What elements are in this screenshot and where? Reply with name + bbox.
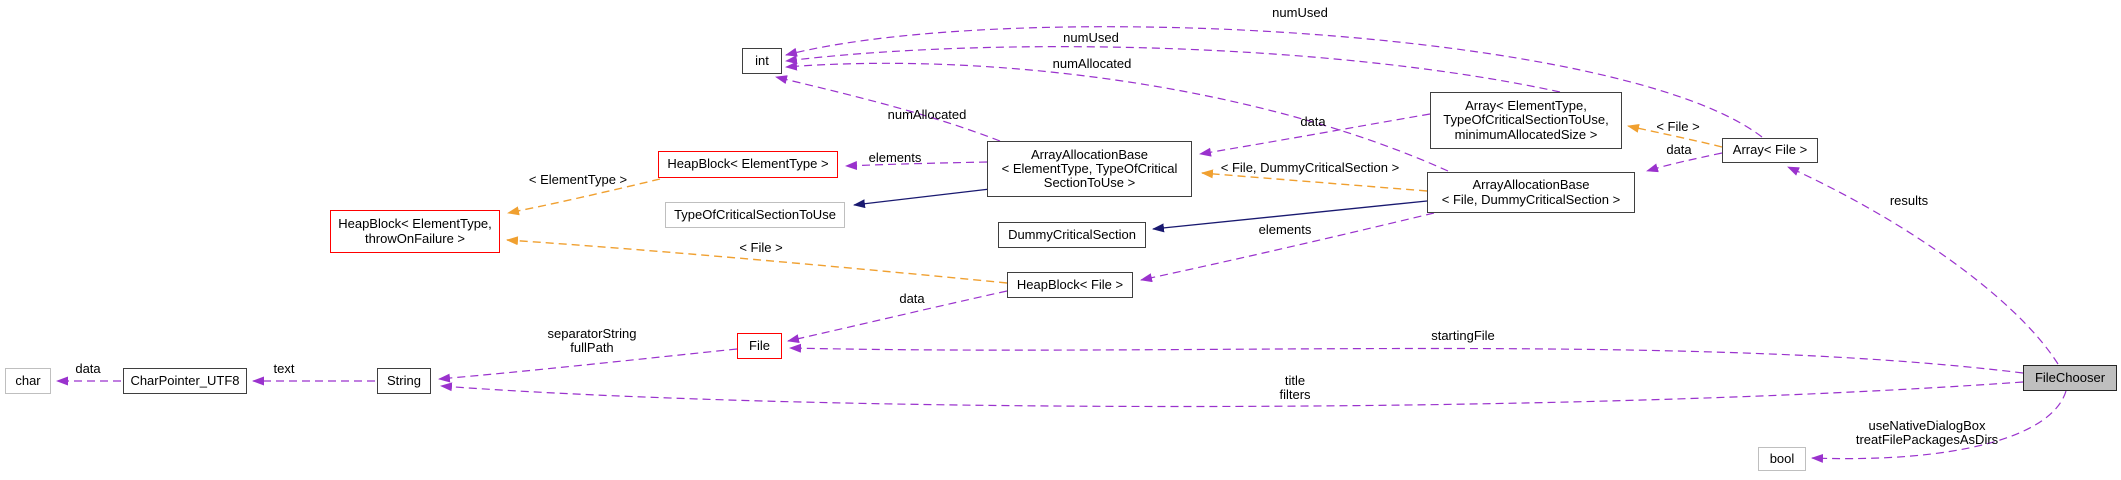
node-dummycriticalsection[interactable]: DummyCriticalSection [998,222,1146,248]
edge-data-arrayelementtype-to-aabelementtype [1199,113,1431,157]
node-heapblock-throwonfailure[interactable]: HeapBlock< ElementType, throwOnFailure > [330,210,500,253]
node-string[interactable]: String [377,368,431,394]
node-typeofcriticalsectiontouse: TypeOfCriticalSectionToUse [665,202,845,228]
node-int: int [742,48,782,74]
edge-inherit-aabelementtype-to-typeofcriticalsection [853,188,991,209]
node-array-elementtype[interactable]: Array< ElementType, TypeOfCriticalSectio… [1430,92,1622,149]
edge-inherit-aabfile-to-dummycriticalsection [1152,200,1428,233]
node-filechooser: FileChooser [2023,365,2117,391]
node-arrayallocationbase-file[interactable]: ArrayAllocationBase < File, DummyCritica… [1427,172,1635,213]
edge-title-filters-filechooser-to-string [440,381,2024,408]
edge-numused-arrayelementtype-to-int [785,46,1561,93]
node-char: char [5,368,51,394]
edge-numused-arrayfile-to-int [785,26,1763,138]
node-heapblock-elementtype[interactable]: HeapBlock< ElementType > [658,151,838,178]
edge-elements-aabfile-to-heapblockfile [1140,212,1435,283]
edge-results-filechooser-to-arrayfile [1787,166,2059,365]
node-heapblock-file[interactable]: HeapBlock< File > [1007,272,1133,298]
node-file[interactable]: File [737,333,782,359]
node-bool: bool [1758,447,1806,471]
node-arrayallocationbase-elementtype[interactable]: ArrayAllocationBase < ElementType, TypeO… [987,141,1192,197]
edge-numallocated-aabelementtype-to-int [775,75,1001,142]
edge-template-elementtype [507,178,661,216]
node-charpointer-utf8[interactable]: CharPointer_UTF8 [123,368,247,394]
edge-data-arrayfile-to-aabfile [1646,152,1723,173]
node-array-file[interactable]: Array< File > [1722,138,1818,163]
edge-template-file-array [1627,123,1723,148]
edge-separatorstring-fullpath-file-to-string [438,348,738,383]
edge-numallocated-aabfile-to-int [785,61,1449,172]
edge-elements-aabelementtype-to-heapblockelementtype [845,161,988,171]
edge-template-file-dummycriticalsection [1201,169,1428,192]
edge-data-heapblockfile-to-file [787,290,1008,343]
edge-startingfile-filechooser-to-file [789,343,2024,374]
edge-usenativedialogbox-filechooser-to-bool [1811,390,2067,463]
edge-template-file-heapblock [506,236,1008,284]
